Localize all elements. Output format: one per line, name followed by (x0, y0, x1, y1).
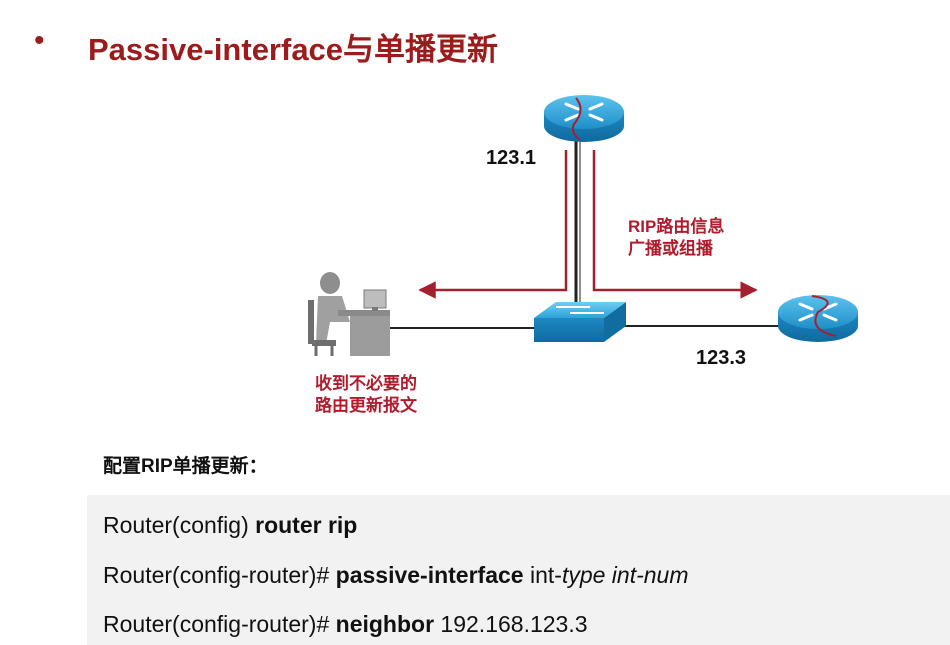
line-command: router rip (255, 512, 358, 538)
rip-note-line-1: RIP路由信息 (628, 217, 725, 236)
pc-user-icon (308, 272, 390, 356)
config-line-router-rip: Router(config) router rip (103, 512, 357, 539)
rip-broadcast-arrows (418, 150, 758, 299)
pc-note-line-2: 路由更新报文 (315, 396, 417, 415)
line-arg: int- (523, 562, 562, 588)
router-right-icon (778, 295, 858, 342)
pc-note-line-1: 收到不必要的 (315, 374, 417, 393)
config-line-passive-interface: Router(config-router)# passive-interface… (103, 562, 689, 589)
line-prefix: Router(config-router)# (103, 562, 336, 588)
line-command: neighbor (335, 611, 435, 637)
router-top-icon (544, 95, 624, 142)
router-right-label: 123.3 (696, 347, 747, 369)
line-arg: 192.168.123.3 (434, 611, 588, 637)
arrow-to-right-router (592, 150, 758, 299)
router-top-label: 123.1 (486, 147, 537, 169)
line-command: passive-interface (335, 562, 524, 588)
line-prefix: Router(config) (103, 512, 256, 538)
network-links (390, 140, 790, 329)
pc-unneeded-updates-note: 收到不必要的 路由更新报文 (315, 373, 417, 417)
config-code-box (87, 495, 950, 645)
slide-title: Passive-interface与单播更新 (88, 32, 499, 67)
rip-broadcast-note: RIP路由信息 广播或组播 (628, 216, 724, 260)
title-bullet: • (34, 24, 45, 57)
rip-note-line-2: 广播或组播 (628, 239, 713, 258)
line-arg-italic: type int-num (561, 562, 689, 588)
config-heading: 配置RIP单播更新： (103, 456, 268, 477)
line-prefix: Router(config-router)# (103, 611, 336, 637)
arrow-to-pc (418, 150, 568, 299)
switch-icon (534, 302, 626, 342)
config-line-neighbor: Router(config-router)# neighbor 192.168.… (103, 611, 588, 638)
